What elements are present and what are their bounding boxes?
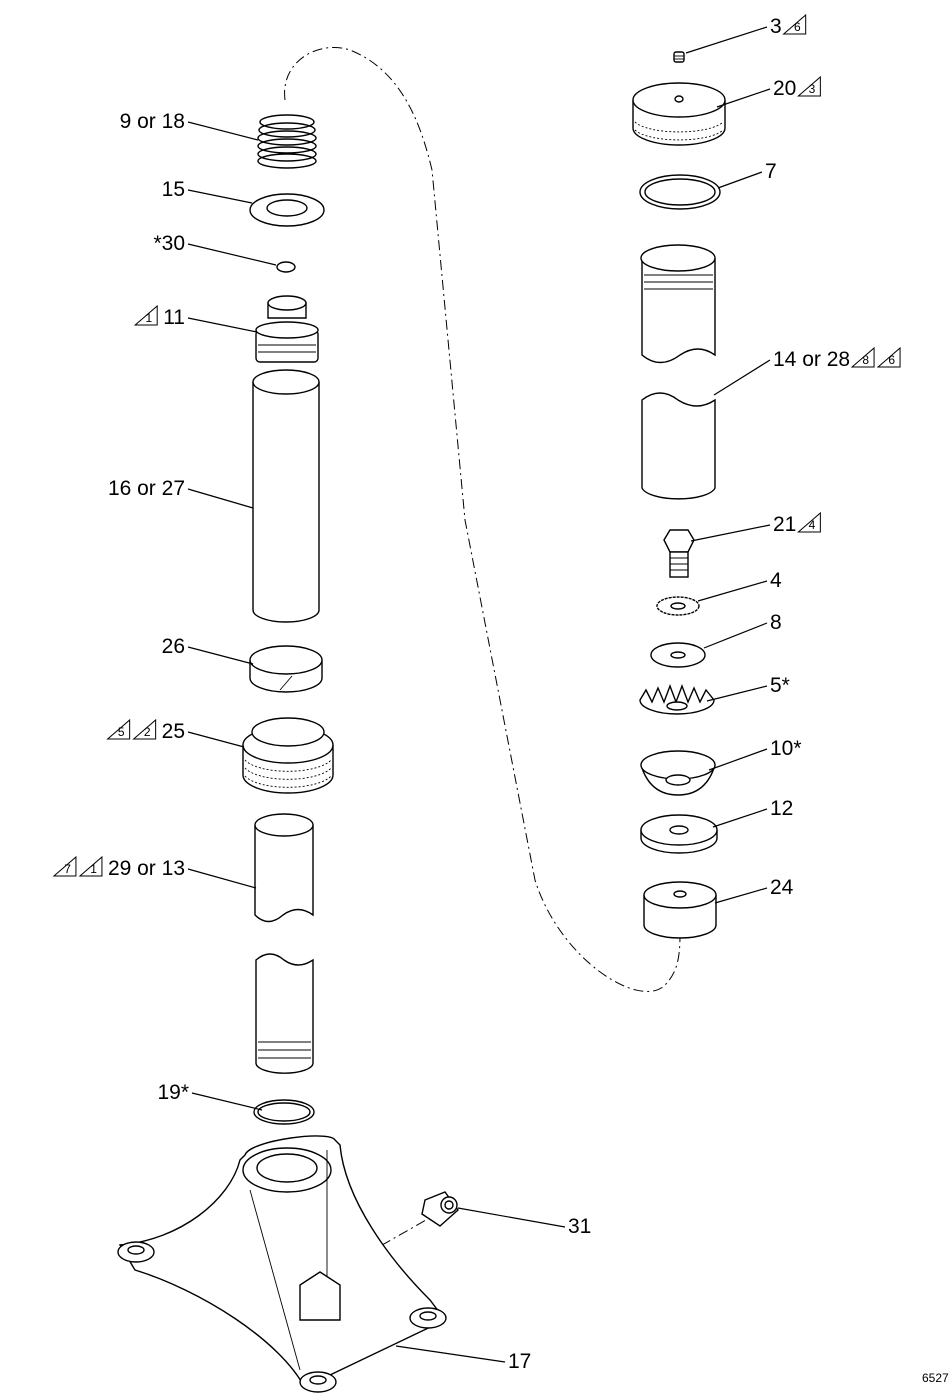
callout-26: 26 [162,635,185,658]
spring-part [257,114,317,169]
ring-26-part [249,645,323,693]
callout-17: 17 [508,1350,531,1373]
o-ring-30-part [276,261,296,273]
star-washer-5-part [639,684,715,715]
callout-29-13: 29 or 13 [108,857,185,880]
tube-14-28-lower-part [641,392,716,500]
leader-lines [187,26,771,1363]
figure-number: 6527A [922,1371,949,1385]
warning-triangle-c-14-28-0: 8 [850,346,875,368]
warning-number: 1 [90,862,97,876]
callout-19: 19* [157,1081,189,1104]
warning-number: 7 [64,862,71,876]
warning-number: 3 [809,82,816,96]
washer-8-part [650,642,706,668]
base-17-part [117,1135,447,1393]
warning-triangle-c-20-0: 3 [797,75,821,97]
warning-triangle-c-3-0: 6 [782,13,807,35]
callout-25: 25 [162,720,185,743]
callout-3: 3 [770,15,782,38]
lock-washer-4-part [656,596,700,616]
nut-25-part [242,717,334,794]
callout-14-28: 14 or 28 [773,348,850,371]
callout-20: 20 [773,77,796,100]
warning-number: 6 [794,20,801,34]
warning-triangle-c-25-1: 2 [132,718,157,740]
callout-15: 15 [162,178,185,201]
tube-29-13-lower-part [255,953,314,1074]
callout-21: 21 [773,513,796,536]
callout-5: 5* [770,674,790,697]
tube-14-28-upper-part [640,244,716,364]
warning-triangle-c-14-28-1: 6 [876,346,901,368]
gasket-19-part [253,1099,315,1125]
set-screw-3-part [673,51,685,63]
warning-number: 8 [862,353,869,367]
block-24-part [643,881,717,939]
washer-15-part [249,193,325,227]
callout-4: 4 [770,569,782,592]
callout-16-27: 16 or 27 [108,477,185,500]
warning-number: 5 [118,725,125,739]
tube-29-13-upper-part [254,813,314,923]
warning-triangle-c-11-0: 1 [133,304,158,326]
callout-10: 10* [770,737,802,760]
warning-number: 1 [145,311,152,325]
warning-triangle-c-25-0: 5 [106,718,131,740]
callout-31: 31 [568,1215,591,1238]
warning-triangle-c-29-13-1: 1 [78,855,103,877]
cap-20-part [632,82,726,146]
warning-number: 6 [888,353,895,367]
fitting-31-part [421,1191,459,1227]
callout-24: 24 [770,876,794,899]
disk-12-part [640,814,718,854]
callout-11: 11 [163,306,185,329]
assembly-path-line [284,46,681,992]
callout-8: 8 [770,611,782,634]
ring-7-part [639,174,721,210]
callout-9-18: 9 or 18 [120,110,185,133]
callout-12: 12 [770,797,793,820]
warning-triangle-c-29-13-0: 7 [52,855,77,877]
bolt-21-part [663,529,695,578]
warning-number: 4 [809,518,816,532]
callout-30: *30 [153,232,185,255]
callout-7: 7 [765,160,777,183]
warning-triangle-c-21-0: 4 [797,511,821,533]
fitting-11-part [255,295,319,363]
tube-16-27-part [252,369,320,623]
warning-number: 2 [144,725,151,739]
cup-10-part [640,750,716,796]
